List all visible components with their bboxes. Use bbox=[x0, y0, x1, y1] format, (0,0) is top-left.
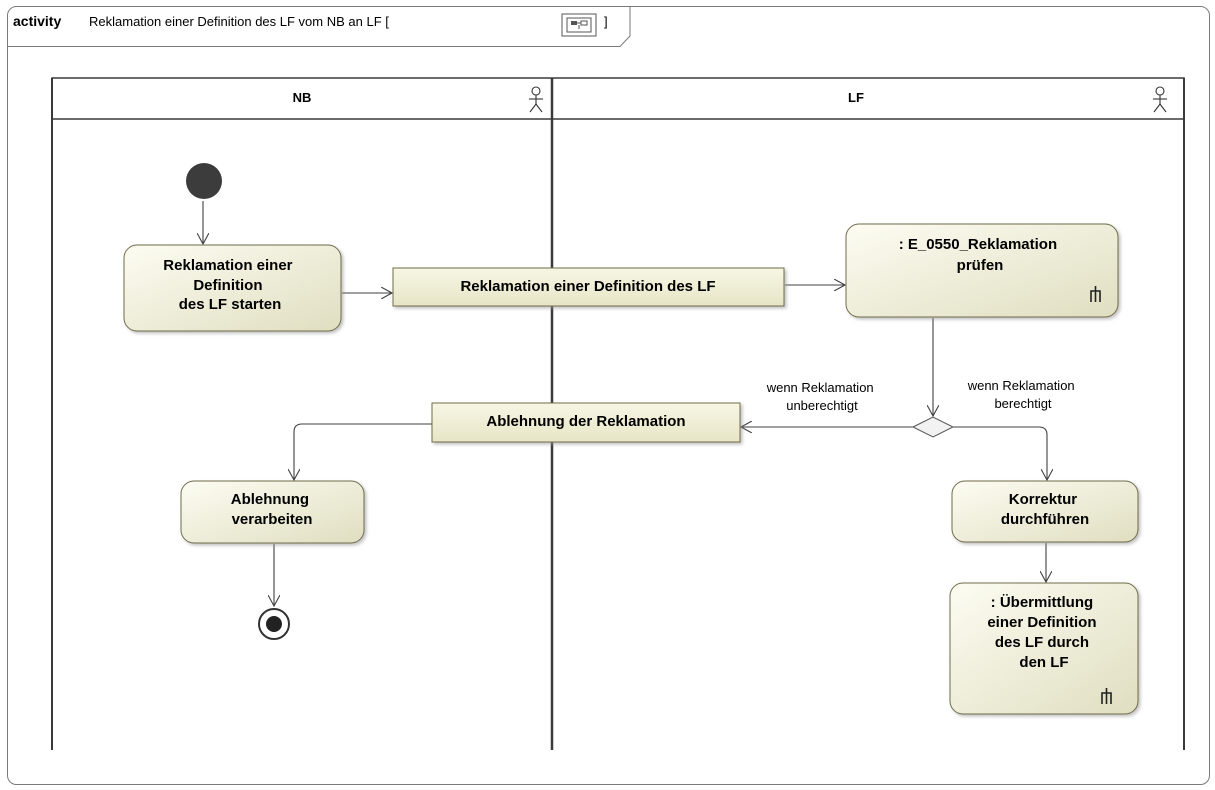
activity-final-node[interactable] bbox=[258, 608, 290, 640]
frame-name-tab bbox=[7, 6, 631, 47]
action-reklamation-pruefen[interactable] bbox=[845, 223, 1119, 318]
control-flows bbox=[203, 201, 1047, 606]
rake-icon bbox=[1101, 688, 1112, 704]
action-reklamation-starten[interactable] bbox=[123, 244, 342, 332]
guard-unberechtigt: wenn Reklamation unberechtigt bbox=[766, 380, 878, 413]
flow-decision-to-korrektur bbox=[953, 426, 1047, 480]
actor-icon bbox=[1153, 86, 1167, 113]
diagram-frame bbox=[7, 6, 1210, 785]
lane-header-lf[interactable]: LF bbox=[848, 86, 1167, 113]
decision-node[interactable] bbox=[911, 416, 955, 438]
rake-icon bbox=[1090, 286, 1101, 302]
action-uebermittlung-label: : Übermittlung einer Definition des LF d… bbox=[987, 594, 1100, 671]
action-ablehnung-verarbeiten[interactable] bbox=[180, 480, 365, 544]
action-reklamation-starten-label: Reklamation einer Definition des LF star… bbox=[163, 257, 296, 313]
frame-title: Reklamation einer Definition des LF vom … bbox=[89, 14, 389, 29]
action-korrektur[interactable] bbox=[951, 480, 1139, 543]
initial-node[interactable] bbox=[186, 163, 222, 199]
frame-title-close: ] bbox=[604, 14, 608, 29]
object-ablehnung[interactable] bbox=[431, 402, 741, 443]
swimlane-container bbox=[51, 77, 1185, 750]
lane-header-nb[interactable]: NB bbox=[293, 86, 543, 113]
guard-berechtigt: wenn Reklamation berechtigt bbox=[967, 378, 1079, 411]
frame-keyword: activity bbox=[13, 13, 61, 29]
object-reklamation-definition-label: Reklamation einer Definition des LF bbox=[460, 278, 715, 295]
actor-icon bbox=[529, 86, 543, 113]
lane-label-nb: NB bbox=[293, 90, 312, 105]
action-reklamation-pruefen-label: : E_0550_Reklamation prüfen bbox=[899, 236, 1062, 274]
action-ablehnung-verarbeiten-label: Ablehnung verarbeiten bbox=[231, 491, 314, 528]
object-reklamation-definition[interactable] bbox=[392, 267, 785, 307]
object-ablehnung-label: Ablehnung der Reklamation bbox=[486, 413, 685, 430]
flow-ablehnung-to-verarbeiten bbox=[294, 423, 432, 480]
action-korrektur-label: Korrektur durchführen bbox=[1001, 491, 1089, 528]
diagram-icon[interactable] bbox=[561, 13, 597, 37]
lane-label-lf: LF bbox=[848, 90, 864, 105]
action-uebermittlung[interactable] bbox=[949, 582, 1139, 715]
